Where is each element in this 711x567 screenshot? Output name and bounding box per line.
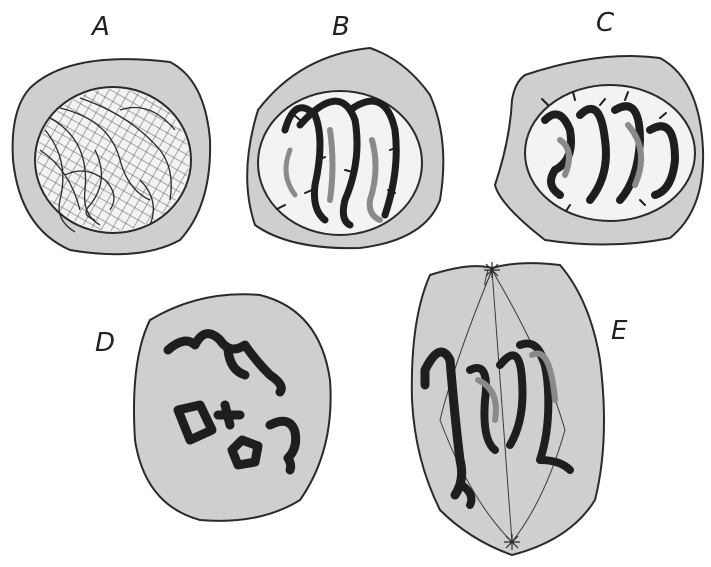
cell-d bbox=[134, 294, 331, 521]
panel-label-e: E bbox=[611, 318, 627, 344]
cell-b bbox=[247, 48, 443, 248]
panel-label-d: D bbox=[95, 330, 115, 356]
cell-e-cytoplasm bbox=[412, 263, 604, 555]
panel-label-a: A bbox=[92, 14, 110, 40]
cell-a bbox=[13, 59, 211, 254]
panel-label-b: B bbox=[332, 14, 350, 40]
panel-label-c: C bbox=[596, 10, 614, 36]
cell-c bbox=[495, 56, 703, 244]
cell-d-cytoplasm bbox=[134, 294, 331, 521]
cell-e bbox=[412, 262, 604, 555]
